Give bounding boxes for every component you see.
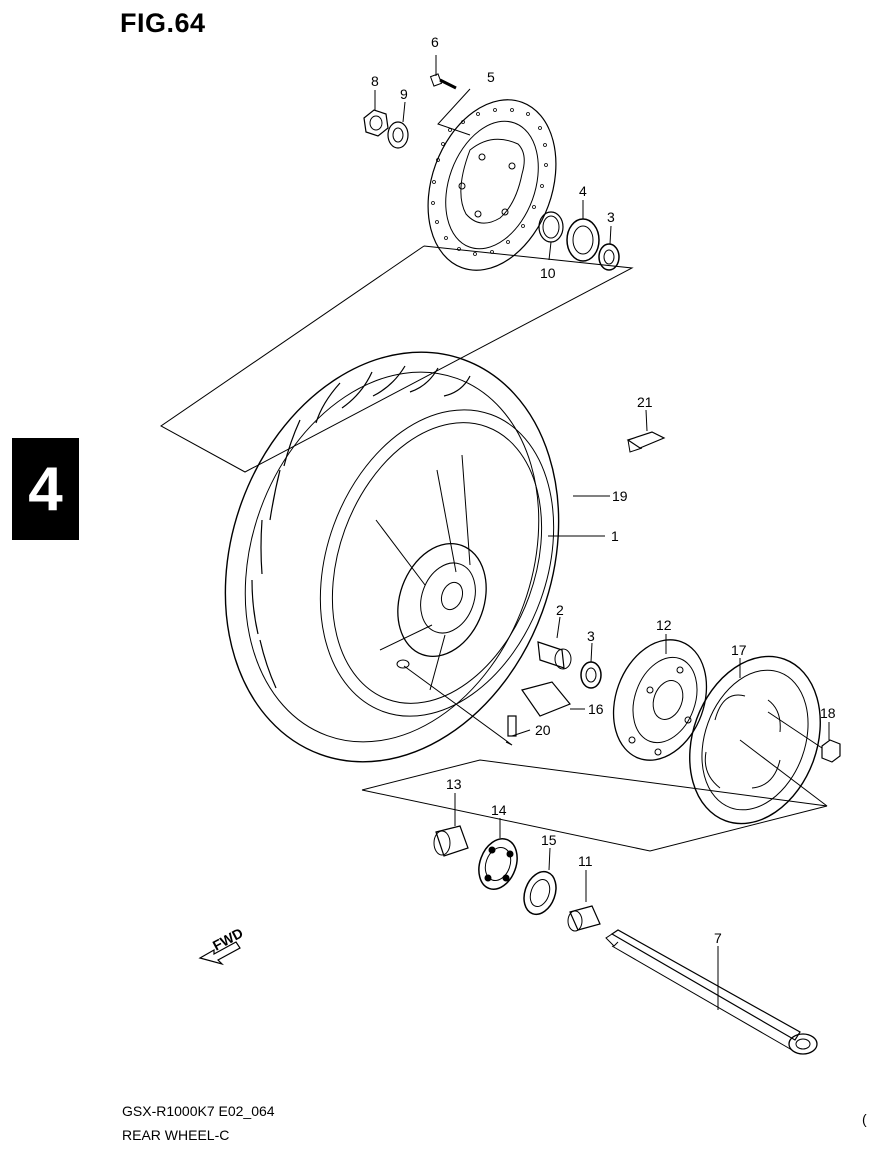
sprocket-nut (767, 711, 841, 763)
hub-seal (580, 642, 602, 689)
callout-1: 1 (611, 528, 619, 544)
rear-axle (605, 929, 818, 1055)
callout-3: 3 (587, 628, 595, 644)
figure-title: FIG.64 (120, 8, 206, 38)
section-tab-label: 4 (28, 454, 63, 524)
callout-12: 12 (656, 617, 672, 633)
tyre-valve (403, 665, 531, 746)
callout-16: 16 (588, 701, 604, 717)
fwd-arrow-icon: FWD (198, 925, 246, 966)
brake-disc (427, 99, 557, 271)
callout-3: 3 (607, 209, 615, 225)
sprocket-drum (612, 634, 708, 761)
disc-holes (431, 108, 548, 256)
lower-group-outline (361, 759, 828, 852)
balance-weight (626, 409, 666, 453)
callout-13: 13 (446, 776, 462, 792)
callout-2: 2 (556, 602, 564, 618)
callout-7: 7 (714, 930, 722, 946)
lower-collar (567, 870, 601, 932)
callout-15: 15 (541, 832, 557, 848)
callout-9: 9 (400, 86, 408, 102)
lower-seal (523, 847, 557, 916)
callout-4: 4 (579, 183, 587, 199)
disc-group-outline (160, 88, 634, 473)
wheel-spokes (375, 454, 471, 691)
footer-model-code: GSX-R1000K7 E02_064 (122, 1103, 275, 1119)
top-seal (598, 225, 620, 271)
callout-11: 11 (578, 853, 593, 869)
top-bearing (566, 200, 600, 262)
callout-10: 10 (540, 265, 556, 281)
callout-18: 18 (820, 705, 836, 721)
disc-washer (387, 101, 409, 149)
callout-19: 19 (612, 488, 628, 504)
top-spacer (538, 211, 564, 261)
callout-17: 17 (731, 642, 747, 658)
disc-bolt (429, 55, 457, 90)
disc-nut (363, 90, 389, 137)
rear-wheel (224, 351, 560, 763)
callout-21: 21 (637, 394, 653, 410)
rear-sprocket (689, 655, 828, 825)
callout-8: 8 (371, 73, 379, 89)
hub-spacer (537, 616, 572, 670)
callout-5: 5 (487, 69, 495, 85)
callout-14: 14 (491, 802, 507, 818)
footer-figure-name: REAR WHEEL-C (122, 1127, 230, 1143)
section-tab: 4 (12, 438, 79, 540)
lower-bearing (478, 818, 518, 890)
corner-mark: ( (862, 1111, 867, 1127)
rear-tyre-tread (251, 365, 471, 689)
callout-labels: 1 2 3 3 4 5 6 7 8 9 10 11 12 13 14 15 16… (371, 34, 836, 946)
callout-20: 20 (535, 722, 551, 738)
lower-spacer (433, 793, 469, 857)
callout-6: 6 (431, 34, 439, 50)
hub-damper (521, 681, 585, 717)
